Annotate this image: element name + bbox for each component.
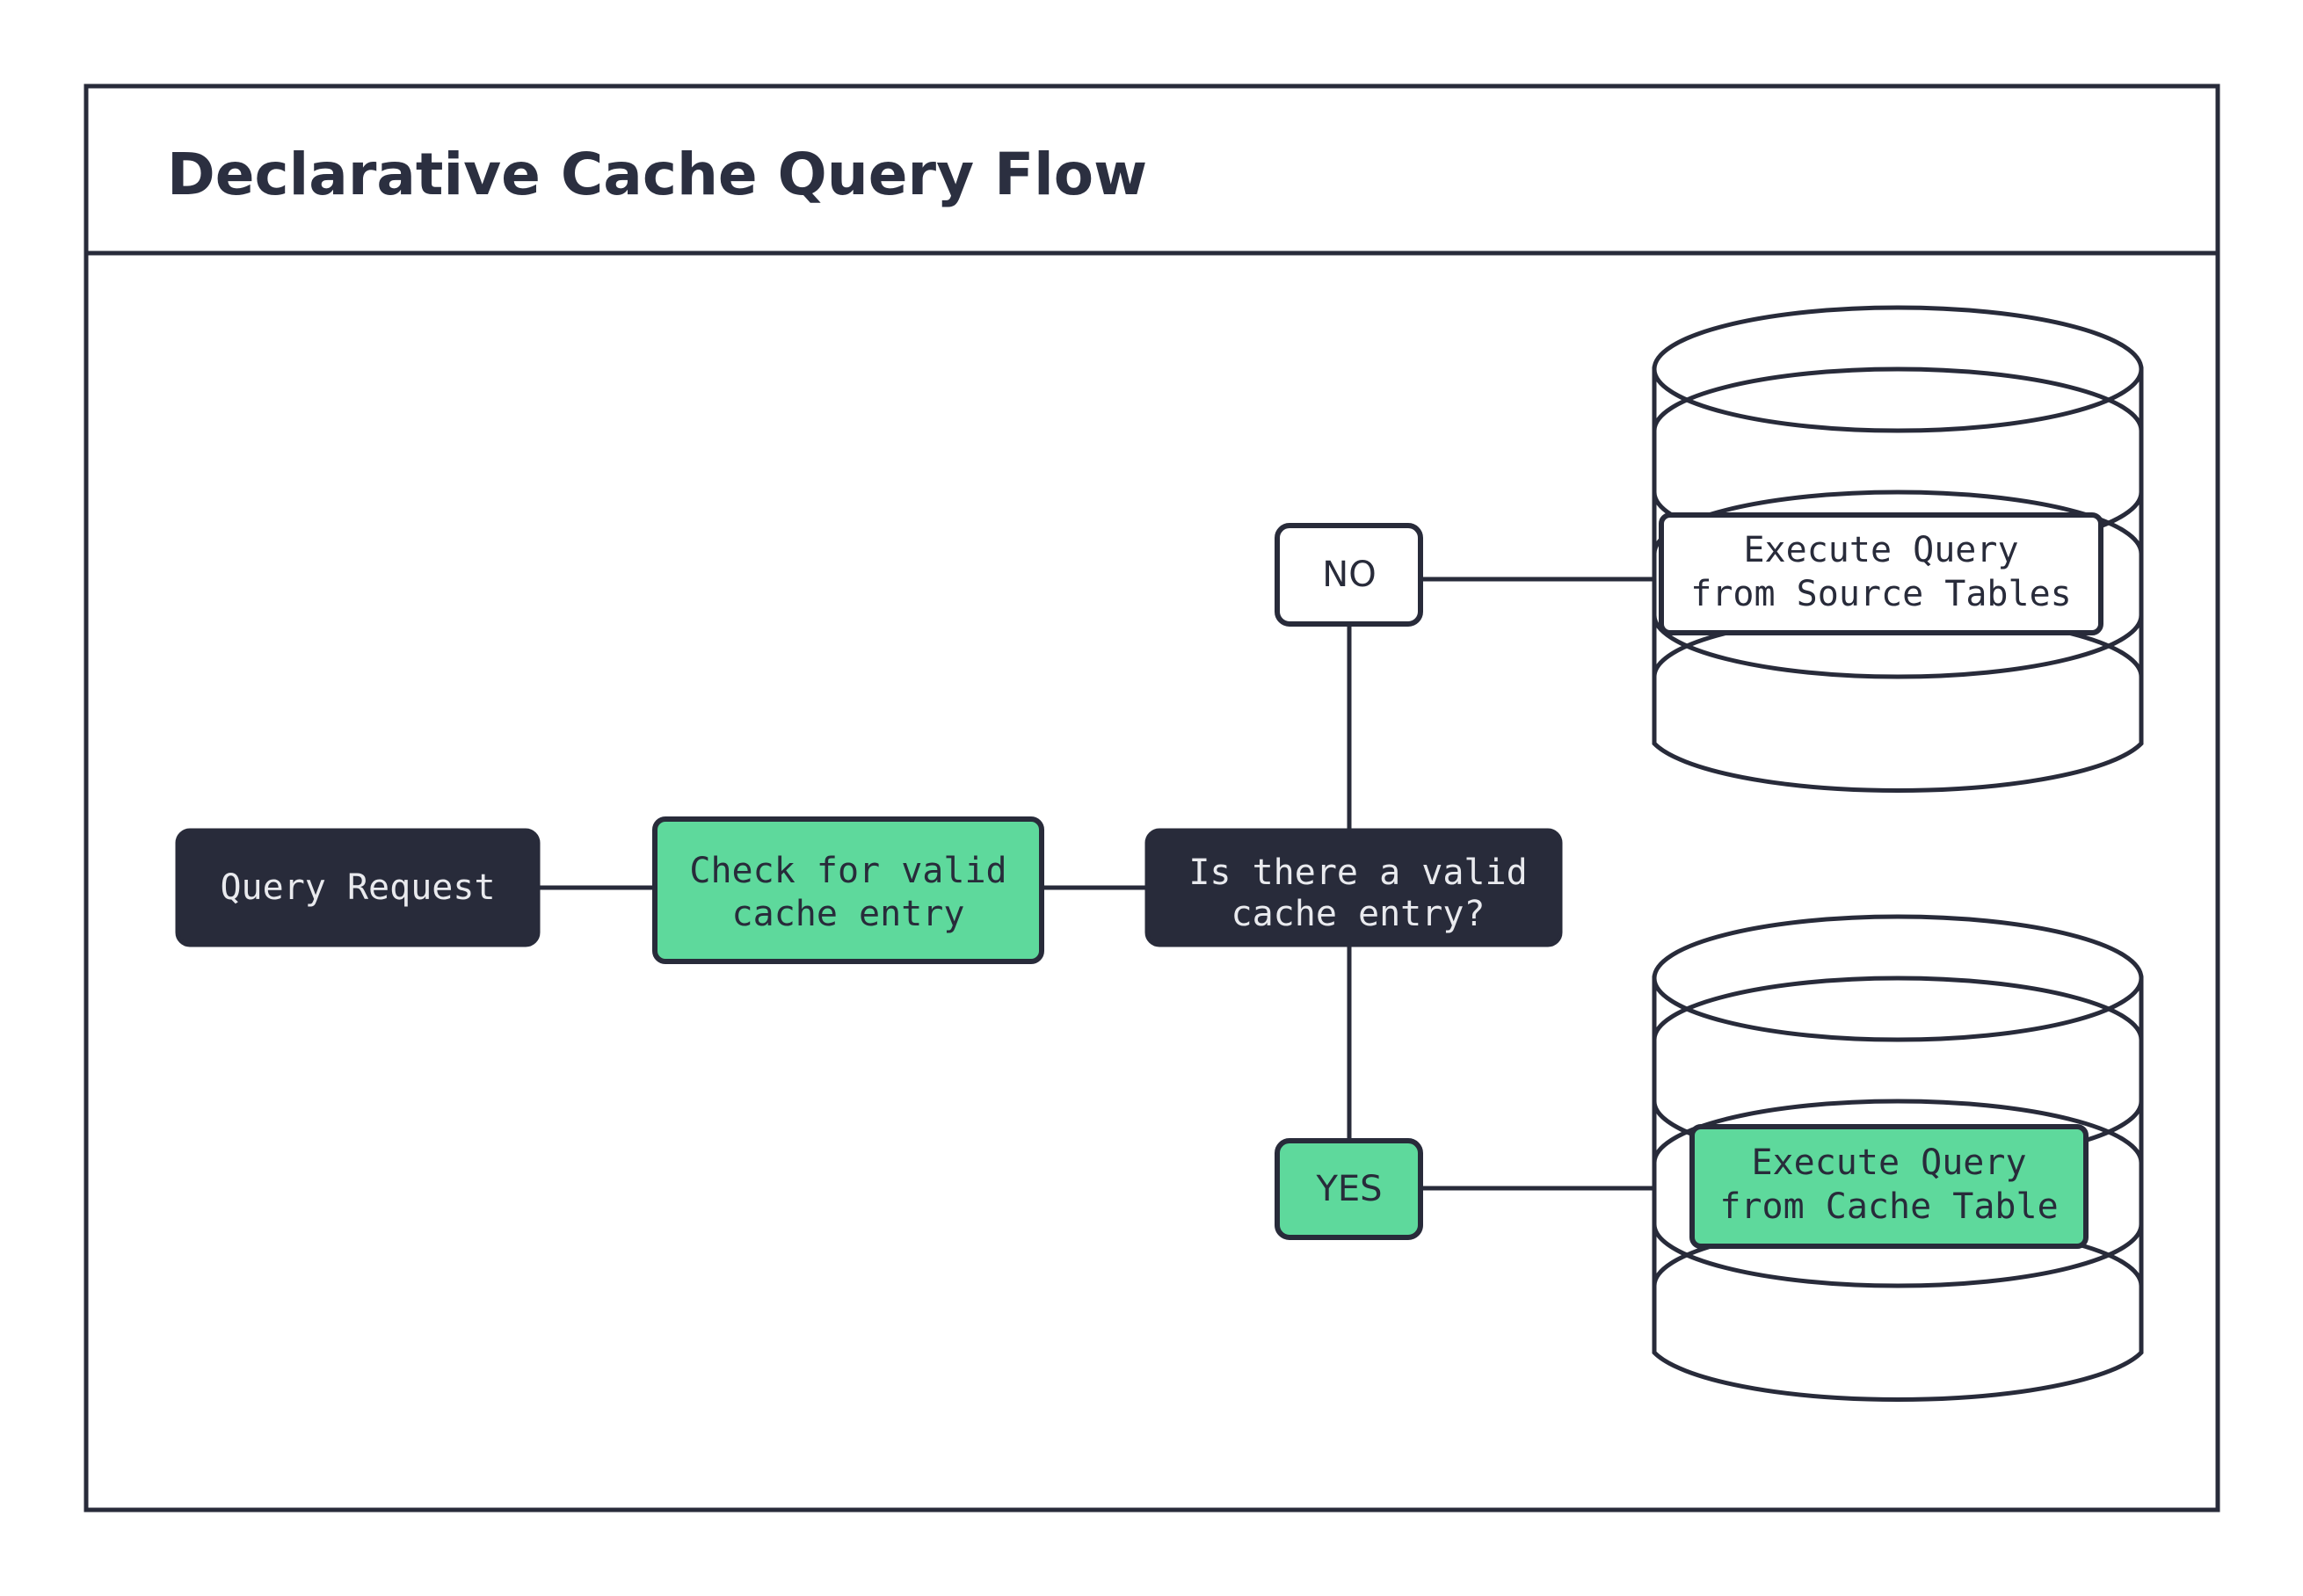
cylinder-disc-arc-2: [1652, 614, 2144, 679]
page-title: Declarative Cache Query Flow: [167, 141, 1147, 208]
node-check-cache-entry[interactable]: Check for valid cache entry: [652, 816, 1044, 964]
decision-label-line1: Is there a valid: [1188, 852, 1527, 893]
cylinder-disc-arc-3: [1652, 976, 2144, 1041]
decision-label-line2: cache entry?: [1231, 894, 1486, 934]
branch-label-no[interactable]: NO: [1275, 523, 1423, 627]
cache-db-label-box[interactable]: [1689, 1124, 2089, 1249]
check-cache-label-line2: cache entry: [732, 894, 965, 934]
branch-yes-label: YES: [1315, 1169, 1382, 1209]
source-db-label-line2: from Source Tables: [1690, 574, 2071, 614]
node-query-request[interactable]: Query Request: [175, 828, 541, 947]
source-db-label-box[interactable]: [1659, 512, 2103, 635]
cache-database-cylinder: Execute Query from Cache Table: [1652, 914, 2144, 1403]
source-database-cylinder: Execute Query from Source Tables: [1652, 305, 2144, 794]
check-cache-label-line1: Check for valid: [689, 851, 1006, 891]
query-request-label: Query Request: [220, 867, 495, 908]
source-db-label-line1: Execute Query: [1743, 530, 2018, 570]
cylinder-disc-arc-3: [1652, 366, 2144, 432]
cylinder-disc-arc-4: [1652, 1099, 2144, 1164]
branch-no-label: NO: [1322, 555, 1376, 595]
branch-label-yes[interactable]: YES: [1275, 1138, 1423, 1240]
cache-db-label-line2: from Cache Table: [1719, 1186, 2058, 1227]
cylinder-disc-arc-2: [1652, 1223, 2144, 1288]
cache-db-label-line1: Execute Query: [1751, 1143, 2026, 1183]
node-decision-valid-cache[interactable]: Is there a valid cache entry?: [1144, 828, 1563, 947]
